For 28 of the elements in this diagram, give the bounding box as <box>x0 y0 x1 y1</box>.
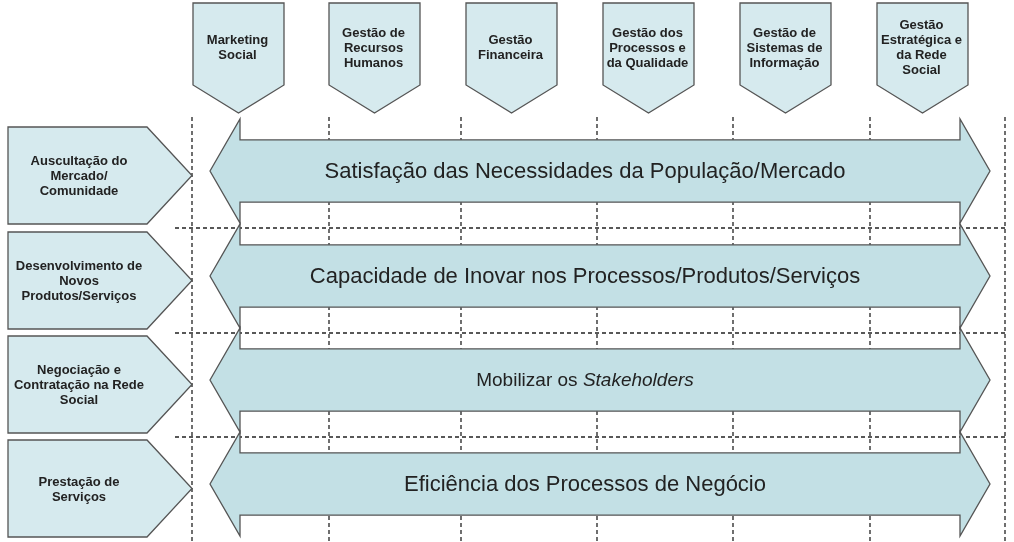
header-label: Gestão de Recursos Humanos <box>341 24 406 70</box>
double-arrow-band <box>210 119 990 223</box>
header-label: Marketing Social <box>205 32 270 62</box>
band-label: Eficiência dos Processos de Negócio <box>404 471 766 497</box>
double-arrow-band <box>210 328 990 432</box>
header-label: Gestão de Sistemas de Informação <box>745 24 824 70</box>
double-arrow-band <box>210 224 990 328</box>
header-pentagon <box>740 3 831 113</box>
header-pentagon <box>603 3 694 113</box>
band-label: Mobilizar os Stakeholders <box>476 369 694 391</box>
row-label: Negociação e Contratação na Rede Social <box>12 362 145 407</box>
header-pentagon <box>466 3 557 113</box>
row-label: Desenvolvimento de Novos Produtos/Serviços <box>14 258 144 303</box>
header-pentagon <box>877 3 968 113</box>
row-pentagon <box>8 336 192 433</box>
header-label: Gestão dos Processos e da Qualidade <box>605 24 690 70</box>
header-pentagon <box>193 3 284 113</box>
row-label: Auscultação do Mercado/ Comunidade <box>29 153 129 198</box>
header-label: Gestão Financeira <box>477 32 544 62</box>
header-label: Gestão Estratégica e da Rede Social <box>880 17 963 77</box>
band-label: Satisfação das Necessidades da População/Mercado <box>324 158 846 184</box>
row-pentagon <box>8 232 192 329</box>
row-label: Prestação de Serviços <box>37 473 121 504</box>
band-label: Capacidade de Inovar nos Processos/Produtos/Serviços <box>309 263 861 289</box>
row-pentagon <box>8 440 192 537</box>
double-arrow-band <box>210 432 990 536</box>
header-pentagon <box>329 3 420 113</box>
row-pentagon <box>8 127 192 224</box>
